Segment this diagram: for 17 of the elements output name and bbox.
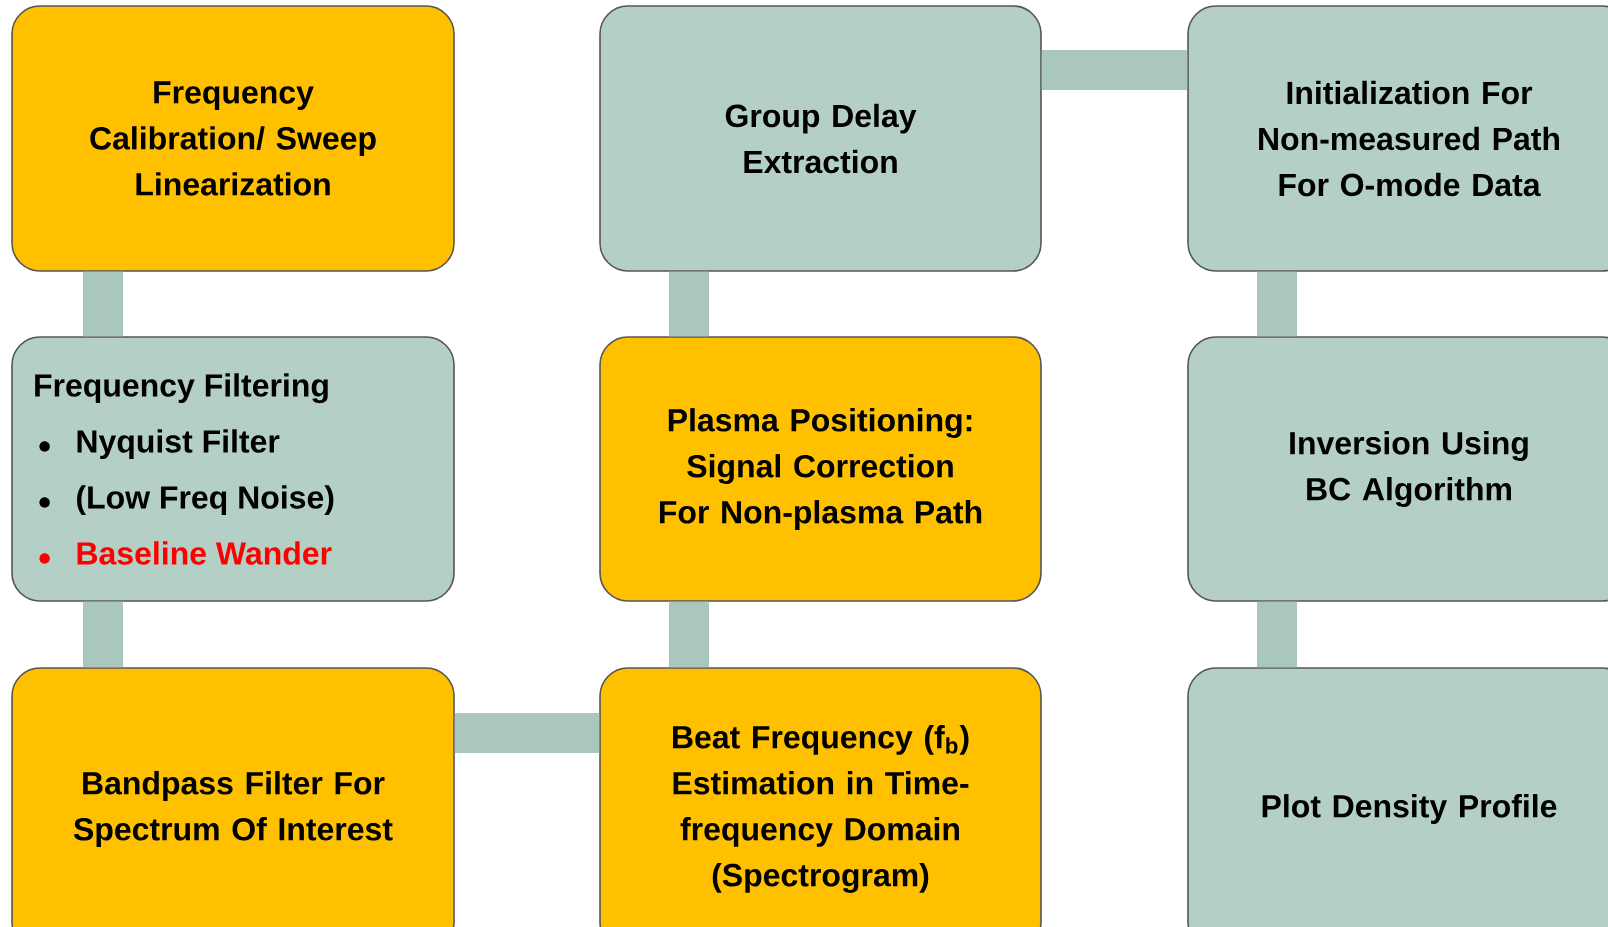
process-box: Plot Density Profile (1187, 667, 1608, 927)
process-box: Beat Frequency (f$_{b}$) Estimation in Time-frequency Domain (Spectrogram) (599, 667, 1042, 927)
connector-bar (454, 713, 600, 753)
process-box: Bandpass Filter For Spectrum Of Interest (11, 667, 455, 927)
connector-bar (83, 271, 123, 337)
connector-bar (669, 601, 709, 668)
process-box: Inversion Using BC Algorithm (1187, 336, 1608, 602)
connector-bar (1257, 601, 1297, 668)
process-box: Plasma Positioning: Signal Correction For Non-plasma Path (599, 336, 1042, 602)
connector-bar (1041, 50, 1188, 90)
process-box: Initialization For Non-measured Path For O-mode Data (1187, 5, 1608, 272)
connector-bar (1257, 271, 1297, 337)
connector-bar (83, 601, 123, 668)
connector-bar (669, 271, 709, 337)
process-box: Frequency Calibration/ Sweep Linearization (11, 5, 455, 272)
process-box: Frequency Filtering Nyquist Filter (Low Freq Noise) Baseline Wander (11, 336, 455, 602)
process-box: Group Delay Extraction (599, 5, 1042, 272)
